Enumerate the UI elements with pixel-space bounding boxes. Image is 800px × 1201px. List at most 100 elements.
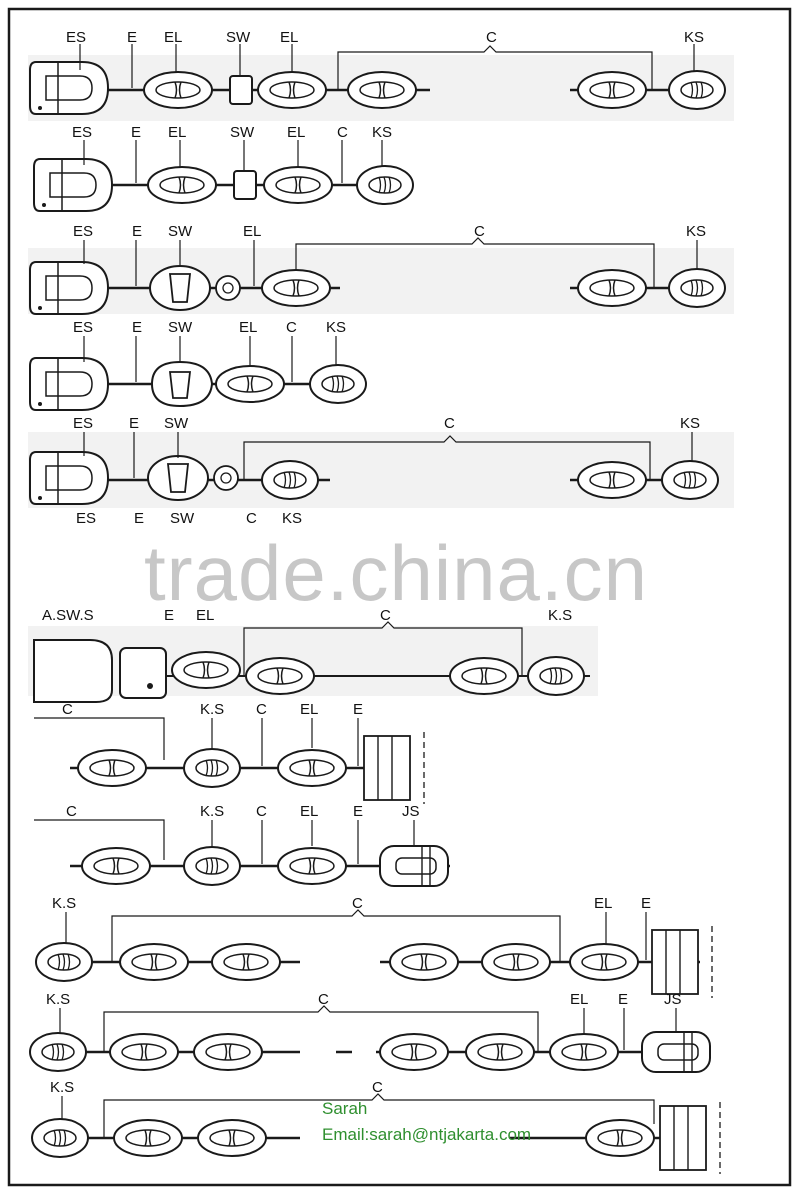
label-ks: K.S — [200, 701, 224, 718]
chain-row-3: ES E SW EL C KS — [29, 223, 726, 315]
label-ks: K.S — [52, 895, 76, 912]
enlarged-link-icon — [549, 1033, 619, 1071]
label-e: E — [618, 991, 628, 1008]
label-c: C — [380, 607, 391, 624]
end-shackle-icon — [33, 158, 113, 212]
label-sw-bottom: SW — [170, 510, 195, 527]
end-link-icon — [659, 1101, 721, 1175]
label-es: ES — [72, 124, 92, 141]
label-c: C — [66, 803, 77, 820]
label-es: ES — [73, 319, 93, 336]
label-js: JS — [402, 803, 420, 820]
end-shackle-icon — [29, 261, 109, 315]
label-c-bottom: C — [246, 510, 257, 527]
label-c: C — [256, 701, 267, 718]
label-sw: SW — [226, 29, 251, 46]
kenter-shackle-icon — [309, 364, 367, 404]
common-link-icon — [197, 1119, 267, 1157]
label-el: EL — [239, 319, 257, 336]
label-ks: KS — [680, 415, 700, 432]
kenter-shackle-icon — [29, 1032, 87, 1072]
chain-row-8: C K.S C EL E JS — [34, 803, 450, 887]
enlarged-link-icon — [263, 166, 333, 204]
common-link-icon — [465, 1033, 535, 1071]
label-ks: K.S — [50, 1079, 74, 1096]
kenter-shackle-icon — [668, 268, 726, 308]
end-shackle-icon — [29, 61, 109, 115]
label-ks: KS — [686, 223, 706, 240]
chain-row-1: ES E EL SW EL C KS — [29, 29, 726, 115]
label-el: EL — [280, 29, 298, 46]
label-e: E — [131, 124, 141, 141]
label-sw: SW — [168, 223, 193, 240]
label-ks: KS — [326, 319, 346, 336]
label-ks: K.S — [548, 607, 572, 624]
label-c: C — [62, 701, 73, 718]
swivel-icon — [229, 75, 253, 105]
label-sw: SW — [168, 319, 193, 336]
label-el: EL — [196, 607, 214, 624]
chain-row-10: K.S C EL E JS — [29, 991, 711, 1073]
label-e: E — [353, 803, 363, 820]
common-link-icon — [193, 1033, 263, 1071]
outer-border — [7, 7, 792, 1187]
label-asws: A.SW.S — [42, 607, 94, 624]
label-el: EL — [594, 895, 612, 912]
common-link-icon — [449, 657, 519, 695]
label-ks: KS — [372, 124, 392, 141]
end-shackle-icon — [29, 451, 109, 505]
common-link-icon — [389, 943, 459, 981]
common-link-icon — [109, 1033, 179, 1071]
chain-row-5: ES E SW C KS ES E SW C KS — [29, 415, 719, 527]
chain-row-6: A.SW.S E EL C K.S — [33, 607, 590, 703]
common-link-icon — [119, 943, 189, 981]
label-e: E — [127, 29, 137, 46]
watermark-text: trade.china.cn — [144, 529, 648, 617]
kenter-shackle-icon — [661, 460, 719, 500]
label-es: ES — [73, 223, 93, 240]
label-c: C — [318, 991, 329, 1008]
joining-shackle-icon — [641, 1031, 711, 1073]
kenter-shackle-icon — [183, 846, 241, 886]
label-c: C — [444, 415, 455, 432]
chain-row-9: K.S C EL E — [35, 895, 713, 999]
common-link-icon — [211, 943, 281, 981]
label-el: EL — [287, 124, 305, 141]
common-link-icon — [379, 1033, 449, 1071]
kenter-shackle-icon — [668, 70, 726, 110]
swivel-shackle-icon — [33, 639, 113, 703]
label-c: C — [474, 223, 485, 240]
label-e: E — [164, 607, 174, 624]
label-c: C — [352, 895, 363, 912]
label-el: EL — [243, 223, 261, 240]
common-link-icon — [577, 269, 647, 307]
enlarged-link-icon — [261, 269, 331, 307]
label-e: E — [129, 415, 139, 432]
end-link-icon — [363, 731, 425, 805]
enlarged-link-icon — [277, 847, 347, 885]
common-link-icon — [245, 657, 315, 695]
enlarged-link-icon — [143, 71, 213, 109]
enlarged-link-icon — [147, 166, 217, 204]
label-ks: KS — [684, 29, 704, 46]
label-c: C — [372, 1079, 383, 1096]
kenter-shackle-icon — [527, 656, 585, 696]
chain-row-2: ES E EL SW EL C KS — [33, 124, 414, 212]
common-link-icon — [585, 1119, 655, 1157]
common-link-icon — [577, 71, 647, 109]
common-link-icon — [113, 1119, 183, 1157]
label-el: EL — [570, 991, 588, 1008]
end-link-icon — [651, 925, 713, 999]
label-ks: K.S — [46, 991, 70, 1008]
contact-name: Sarah — [322, 1099, 367, 1118]
kenter-shackle-icon — [261, 460, 319, 500]
label-el: EL — [300, 701, 318, 718]
label-es: ES — [66, 29, 86, 46]
common-link-icon — [577, 461, 647, 499]
common-link-icon — [77, 749, 147, 787]
label-e: E — [353, 701, 363, 718]
common-link-icon — [481, 943, 551, 981]
swivel-icon — [233, 170, 257, 200]
contact-email[interactable]: Email:sarah@ntjakarta.com — [322, 1125, 531, 1144]
